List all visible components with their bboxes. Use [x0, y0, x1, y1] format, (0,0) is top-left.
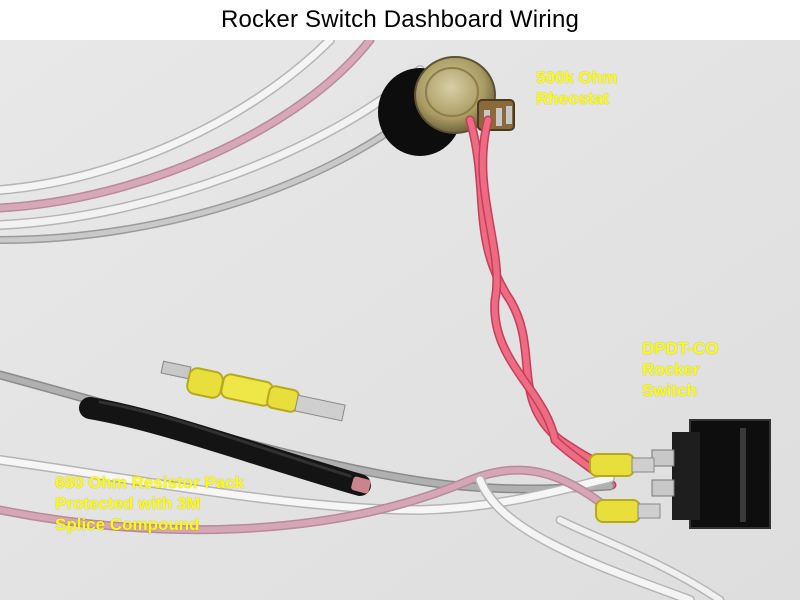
loose-crimp-connector [160, 360, 346, 422]
rocker-switch-label: DPDT-CO Rocker Switch [642, 339, 719, 400]
title-bar: Rocker Switch Dashboard Wiring [0, 0, 800, 40]
twisted-wire-pair [465, 115, 617, 490]
rheostat-label: 500k Ohm Rheostat [536, 68, 618, 108]
photo-scene [0, 40, 800, 600]
rheostat [378, 56, 515, 156]
resistor-pack [79, 397, 371, 496]
rocker-switch [651, 419, 771, 529]
page-title: Rocker Switch Dashboard Wiring [220, 6, 580, 33]
switch-connectors [589, 453, 661, 523]
wiring-photo: 500k Ohm Rheostat DPDT-CO Rocker Switch … [0, 40, 800, 600]
resistor-pack-label: 680 Ohm Resistor Pack Protected with 3M … [55, 473, 244, 534]
